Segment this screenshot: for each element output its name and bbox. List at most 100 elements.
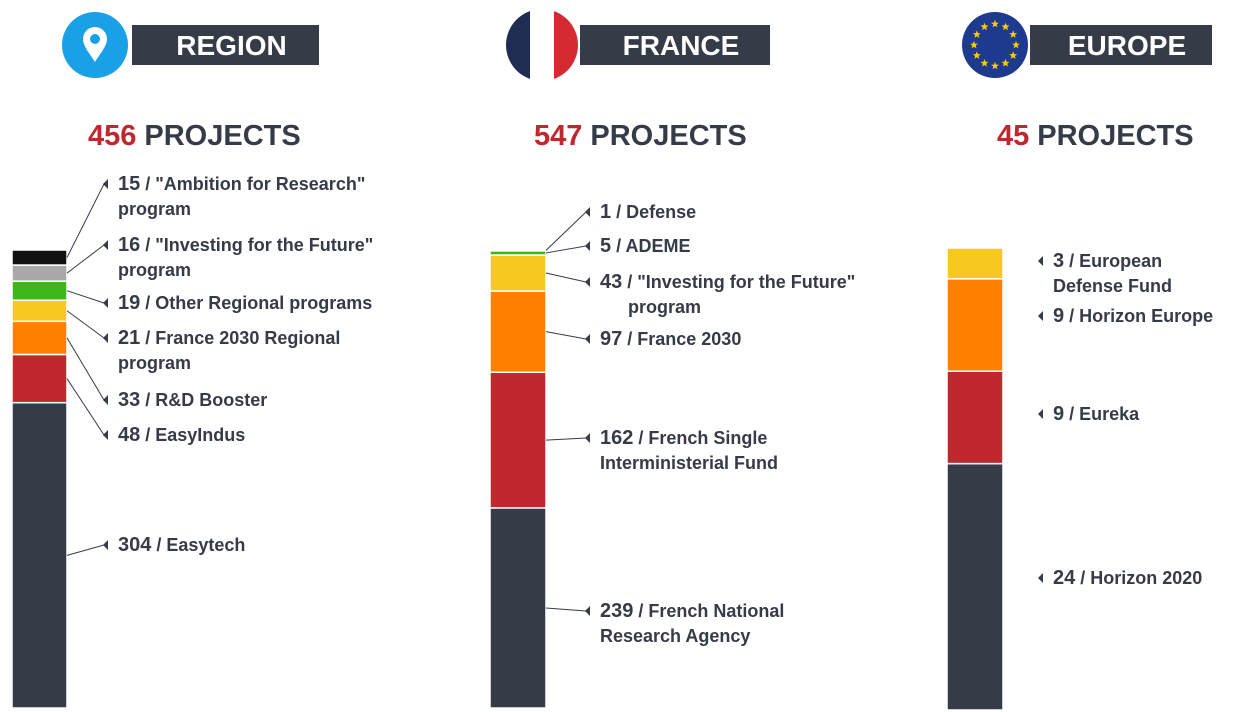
segment-name: / "Investing for the Future" [140, 235, 373, 255]
bar-segment [489, 371, 547, 509]
segment-count: 19 [118, 292, 140, 314]
segment-name-line: Research Agency [600, 626, 750, 646]
segment-label: 48 / EasyIndus [118, 424, 245, 446]
label-pointer [1038, 256, 1043, 266]
label-pointer [103, 298, 108, 308]
bar-segment [11, 280, 68, 301]
leader-line [545, 607, 587, 612]
segment-label: 43 / "Investing for the Future" program [600, 271, 855, 317]
header-plate [580, 25, 770, 65]
header-title: EUROPE [1068, 30, 1186, 61]
segment-name: / Other Regional programs [140, 293, 372, 313]
leader-line [66, 244, 105, 274]
segment-label: 9 / Eureka [1053, 403, 1140, 425]
leader-line [545, 437, 587, 441]
segment-name: / R&D Booster [140, 390, 267, 410]
label-pointer [585, 433, 590, 443]
header-plate [1030, 25, 1212, 65]
segment-count: 3 [1053, 250, 1064, 272]
segment-name: / France 2030 Regional [140, 328, 340, 348]
segment-name: / France 2030 [622, 329, 741, 349]
bar-segment [11, 353, 68, 404]
segment-label: 304 / Easytech [118, 534, 245, 556]
total-suffix: PROJECTS [1037, 120, 1193, 152]
segment-label: 33 / R&D Booster [118, 389, 267, 411]
segment-name-line: program [118, 260, 191, 280]
segment-label: 24 / Horizon 2020 [1053, 567, 1202, 589]
france-flag-icon [506, 9, 578, 81]
segment-count: 239 [600, 600, 633, 622]
segment-count: 43 [600, 271, 622, 293]
segment-count: 16 [118, 234, 140, 256]
label-pointer [103, 240, 108, 250]
label-pointer [103, 540, 108, 550]
segment-count: 24 [1053, 567, 1076, 589]
leader-line [545, 272, 587, 283]
segment-count: 1 [600, 201, 611, 223]
segment-count: 15 [118, 173, 140, 195]
label-pointer [1038, 409, 1043, 419]
segment-label: 5 / ADEME [600, 235, 690, 257]
segment-count: 48 [118, 424, 140, 446]
label-pointer [103, 333, 108, 343]
segment-label: 97 / France 2030 [600, 328, 741, 350]
segment-name-line: program [118, 199, 191, 219]
segment-count: 97 [600, 328, 622, 350]
bar-segment [489, 507, 547, 709]
bar-segment [11, 249, 68, 266]
bar-segment [11, 264, 68, 282]
segment-name: / Horizon Europe [1064, 306, 1213, 326]
segment-count: 304 [118, 534, 152, 556]
leader-line [66, 544, 105, 556]
leader-line [66, 183, 105, 258]
segment-label: 15 / "Ambition for Research"program [118, 173, 365, 219]
bar-segment [946, 278, 1004, 372]
segment-name: / Eureka [1064, 404, 1140, 424]
segment-label: 9 / Horizon Europe [1053, 305, 1213, 327]
segment-name-line: program [628, 297, 701, 317]
segment-name-line: Interministerial Fund [600, 453, 778, 473]
location-pin-icon [62, 12, 128, 78]
bar-segment [946, 462, 1004, 711]
bar-segment [489, 290, 547, 373]
total-suffix: PROJECTS [144, 120, 300, 152]
label-pointer [103, 395, 108, 405]
segment-name: / ADEME [611, 236, 690, 256]
eu-flag-icon [962, 12, 1028, 78]
bar-segment [489, 249, 547, 252]
segment-name-line: program [118, 353, 191, 373]
segment-count: 5 [600, 235, 611, 257]
bar-segment [11, 401, 68, 709]
leader-line [66, 378, 105, 436]
leader-line [66, 310, 105, 339]
total-count: 456 [88, 120, 136, 152]
header-title: FRANCE [623, 30, 740, 61]
segment-count: 21 [118, 327, 140, 349]
segment-name-line: Defense Fund [1053, 276, 1172, 296]
bar-segment [946, 370, 1004, 465]
label-pointer [1038, 311, 1043, 321]
label-pointer [585, 334, 590, 344]
header-plate [132, 25, 319, 65]
label-pointer [585, 241, 590, 251]
label-pointer [103, 430, 108, 440]
leader-line [545, 245, 587, 254]
segment-label: 16 / "Investing for the Future" program [118, 234, 373, 280]
total-count: 547 [534, 120, 582, 152]
leader-line [66, 337, 105, 401]
bar-segment [946, 247, 1004, 280]
segment-label: 19 / Other Regional programs [118, 292, 372, 314]
segment-name: / "Investing for the Future" [622, 272, 855, 292]
label-pointer [585, 207, 590, 217]
label-pointer [1038, 573, 1043, 583]
segment-count: 9 [1053, 305, 1064, 327]
segment-label: 21 / France 2030 Regional program [118, 327, 340, 373]
bar-segment [11, 320, 68, 356]
segment-count: 33 [118, 389, 140, 411]
